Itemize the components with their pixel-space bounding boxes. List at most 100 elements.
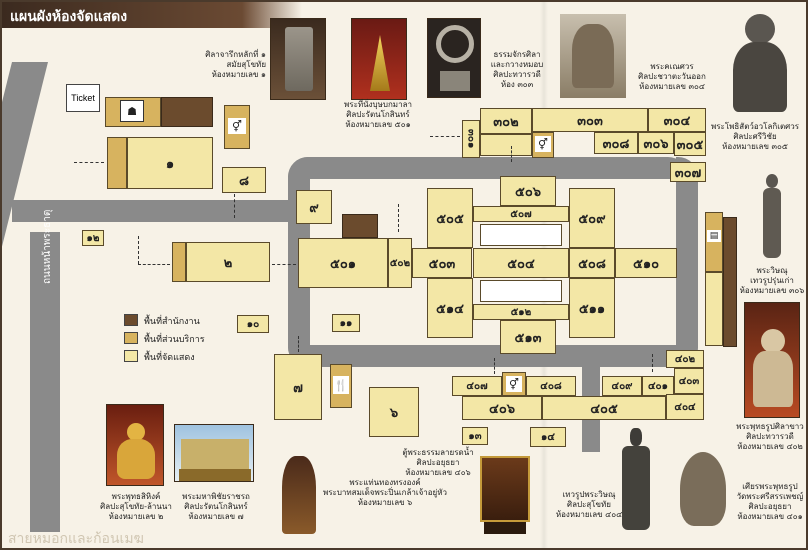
photo-vishnu-early bbox=[754, 170, 790, 262]
ticket-booth: Ticket bbox=[66, 84, 100, 112]
legend-swatch-service bbox=[124, 332, 138, 344]
room-9: ๙ bbox=[296, 190, 332, 224]
legend-swatch-exhibit bbox=[124, 350, 138, 362]
arrow-to-room-8 bbox=[234, 194, 235, 218]
room-504: ๕๐๔ bbox=[473, 248, 569, 278]
restaurant-icon: 🍴 bbox=[333, 376, 349, 394]
photo-vishnu-sukhothai bbox=[616, 422, 656, 532]
photo-dharma-wheel bbox=[427, 18, 481, 98]
main-road-lower bbox=[30, 232, 60, 532]
room-306: ๓๐๖ bbox=[638, 132, 674, 154]
caption-ganesha: พระคเณศวร ศิลปะชวาตะวันออก ห้องหมายเลข ๓… bbox=[638, 62, 706, 91]
arrow-to-room-502 bbox=[398, 204, 399, 232]
room-12: ๑๒ bbox=[82, 230, 104, 246]
room-503: ๕๐๓ bbox=[412, 248, 472, 278]
legend-label-exhibit: พื้นที่จัดแสดง bbox=[144, 353, 195, 363]
room-308: ๓๐๘ bbox=[594, 132, 638, 154]
legend-swatch-office bbox=[124, 314, 138, 326]
room-10: ๑๐ bbox=[237, 315, 269, 333]
room-514: ๕๑๔ bbox=[427, 278, 473, 338]
legend-label-service: พื้นที่ส่วนบริการ bbox=[144, 335, 205, 345]
room-406: ๔๐๖ bbox=[462, 396, 542, 420]
photo-white-stone-buddha bbox=[744, 302, 800, 418]
arrow-to-room-2 bbox=[138, 236, 139, 264]
arrow-to-room-406 bbox=[494, 358, 495, 374]
room-2: ๒ bbox=[186, 242, 270, 282]
photo-stone-inscription bbox=[270, 18, 326, 100]
arrow-to-room-300 bbox=[511, 146, 512, 162]
room-508: ๕๐๘ bbox=[569, 248, 615, 278]
room-304: ๓๐๔ bbox=[648, 108, 706, 132]
room-305: ๓๐๕ bbox=[674, 132, 706, 156]
caption-vishnu-early: พระวิษณุ เทวรูปรุ่นเก่า ห้องหมายเลข ๓๐๖ bbox=[739, 266, 805, 295]
photo-buddha-sihing bbox=[106, 404, 164, 486]
caption-buddha-head: เศียรพระพุทธรูป วัดพระศรีสรรเพชญ์ ศิลปะอ… bbox=[736, 482, 804, 521]
room-402: ๔๐๒ bbox=[666, 350, 704, 368]
room-7: ๗ bbox=[274, 354, 322, 420]
room-404: ๔๐๔ bbox=[666, 394, 704, 420]
arrow-to-room-409 bbox=[652, 354, 653, 372]
room-303: ๓๐๓ bbox=[532, 108, 648, 132]
photo-ganesha bbox=[560, 14, 626, 98]
room-403: ๔๐๓ bbox=[674, 368, 704, 394]
room-502: ๕๐๒ bbox=[388, 238, 412, 288]
photo-golden-throne bbox=[278, 454, 320, 538]
arrow-to-room-2-h bbox=[138, 264, 170, 265]
restroom-400-icon: ⚥ bbox=[506, 376, 522, 392]
room-513: ๕๑๓ bbox=[500, 320, 556, 354]
room-409: ๔๐๙ bbox=[602, 376, 642, 396]
room-8: ๘ bbox=[222, 167, 266, 193]
entrance-road bbox=[12, 200, 302, 222]
office-east bbox=[723, 217, 737, 347]
room-505: ๕๐๕ bbox=[427, 188, 473, 248]
photo-royal-chariot bbox=[174, 424, 254, 482]
room-405: ๔๐๕ bbox=[542, 396, 666, 420]
arrow-to-room-7 bbox=[298, 336, 299, 352]
room-512: ๕๑๒ bbox=[473, 304, 569, 320]
caption-golden-throne: พระแท่นทองทรงองค์ พระบาทสมเด็จพระปิ่นเกล… bbox=[322, 478, 448, 507]
room-1-service bbox=[107, 137, 127, 189]
arrow-to-room-1 bbox=[74, 162, 104, 163]
courtyard-south bbox=[480, 280, 562, 302]
caption-white-stone-buddha: พระพุทธรูปศิลาขาว ศิลปะทวารวดี ห้องหมายเ… bbox=[736, 422, 804, 451]
room-507: ๕๐๗ bbox=[473, 206, 569, 222]
photo-avalokitesvara bbox=[727, 10, 793, 114]
room-510: ๕๑๐ bbox=[615, 248, 677, 278]
restroom-icon: ⚥ bbox=[228, 118, 246, 134]
room-13: ๑๓ bbox=[462, 427, 488, 445]
title-banner: แผนผังห้องจัดแสดง bbox=[2, 2, 302, 28]
loop-road-bottom bbox=[288, 345, 698, 367]
room-east-strip bbox=[705, 272, 723, 346]
restroom-300-icon: ⚥ bbox=[535, 136, 551, 152]
room-307: ๓๐๗ bbox=[670, 162, 706, 182]
library-east bbox=[705, 212, 723, 272]
road-label: ถนนหน้าพระธาตุ bbox=[42, 209, 53, 284]
photo-throne-pavilion bbox=[351, 18, 407, 100]
office-central bbox=[342, 214, 378, 238]
arrow-to-room-301 bbox=[430, 136, 460, 137]
room-506: ๕๐๖ bbox=[500, 176, 556, 206]
photo-lacquer-cabinet bbox=[474, 452, 536, 538]
page-title: แผนผังห้องจัดแสดง bbox=[10, 9, 128, 25]
room-300-strip bbox=[480, 134, 532, 156]
caption-throne-pavilion: พระที่นั่งบุษบกมาลา ศิลปะรัตนโกสินทร์ ห้… bbox=[344, 100, 412, 129]
room-2-service bbox=[172, 242, 186, 282]
courtyard-north bbox=[480, 224, 562, 246]
room-6: ๖ bbox=[369, 387, 419, 437]
caption-stone-inscription: ศิลาจารึกหลักที่ ๑ สมัยสุโขทัย ห้องหมายเ… bbox=[205, 50, 266, 79]
arrow-to-room-501 bbox=[272, 264, 296, 265]
room-302: ๓๐๒ bbox=[480, 108, 532, 134]
caption-lacquer-cabinet: ตู้พระธรรมลายรดน้ำ ศิลปะอยุธยา ห้องหมายเ… bbox=[402, 448, 474, 477]
book-icon: ▤ bbox=[707, 230, 721, 242]
room-407: ๔๐๗ bbox=[452, 376, 502, 396]
caption-dharma-wheel: ธรรมจักรศิลา และกวางหมอบ ศิลปะทวารวดี ห้… bbox=[490, 50, 544, 89]
legend-label-office: พื้นที่สำนักงาน bbox=[144, 317, 200, 327]
room-509: ๕๐๙ bbox=[569, 188, 615, 248]
loop-road-top bbox=[288, 157, 688, 179]
loop-road-right bbox=[676, 157, 698, 367]
room-11: ๑๑ bbox=[332, 314, 360, 332]
caption-royal-chariot: พระมหาพิชัยราชรถ ศิลปะรัตนโกสินทร์ ห้องห… bbox=[182, 492, 250, 521]
room-14: ๑๔ bbox=[530, 427, 566, 447]
office-west bbox=[161, 97, 213, 127]
